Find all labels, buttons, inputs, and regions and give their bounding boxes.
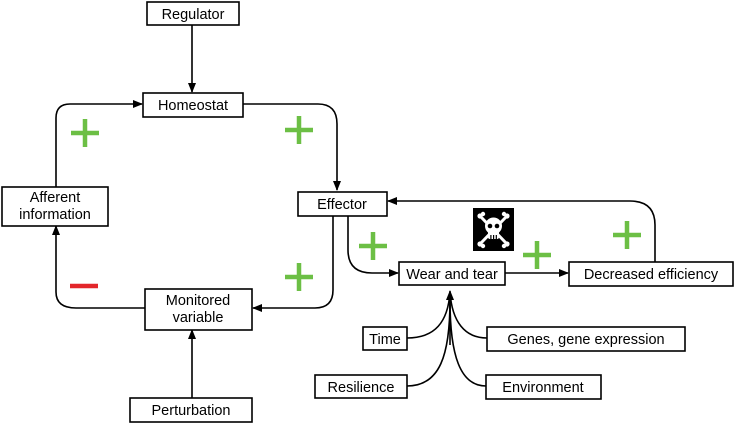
node-homeostat-label: Homeostat (158, 98, 228, 114)
node-regulator-label: Regulator (162, 7, 225, 23)
edge-environment-to-wear (449, 299, 487, 387)
node-homeostat: Homeostat (142, 92, 244, 118)
node-resilience-label: Resilience (328, 380, 395, 396)
edge-effector-to-monitored (252, 216, 334, 312)
plus-sign-homeostat-effector (285, 116, 313, 144)
node-monitored-label-line2: variable (173, 310, 224, 326)
node-wear-label: Wear and tear (406, 267, 498, 283)
node-monitored-variable: Monitored variable (144, 288, 253, 331)
plus-sign-afferent-homeostat (71, 119, 99, 147)
edge-homeostat-to-effector (243, 103, 341, 191)
edge-genes-to-wear (449, 291, 488, 339)
plus-sign-effector-monitored (285, 263, 313, 291)
node-effector: Effector (297, 191, 388, 217)
edge-time-to-wear (406, 291, 451, 339)
node-time: Time (362, 326, 408, 351)
node-resilience: Resilience (314, 374, 408, 399)
edge-resilience-to-wear (406, 299, 451, 387)
node-perturbation: Perturbation (129, 397, 253, 423)
node-environment-label: Environment (502, 380, 583, 396)
node-perturbation-label: Perturbation (152, 403, 231, 419)
edge-effector-to-wear (347, 216, 399, 277)
plus-sign-efficiency-effector (613, 221, 641, 249)
edge-efficiency-to-effector (387, 197, 656, 262)
node-monitored-label-line1: Monitored (166, 293, 230, 309)
node-time-label: Time (369, 332, 401, 348)
node-afferent-information: Afferent information (1, 186, 109, 227)
node-environment: Environment (485, 374, 602, 400)
plus-sign-effector-wear (359, 232, 387, 260)
edge-afferent-to-homeostat (55, 100, 143, 187)
plus-sign-wear-efficiency (523, 241, 551, 269)
diagram-edges (52, 25, 656, 398)
node-decreased-efficiency: Decreased efficiency (568, 261, 734, 287)
node-effector-label: Effector (317, 197, 367, 213)
node-efficiency-label: Decreased efficiency (584, 267, 719, 283)
skull-and-crossbones-icon (473, 208, 514, 251)
node-genes-label: Genes, gene expression (507, 332, 664, 348)
node-genes: Genes, gene expression (486, 326, 686, 352)
node-wear-and-tear: Wear and tear (398, 261, 506, 286)
node-afferent-label-line2: information (19, 207, 91, 223)
edge-monitored-to-afferent (52, 225, 145, 309)
node-regulator: Regulator (146, 1, 240, 26)
node-afferent-label-line1: Afferent (30, 190, 81, 206)
